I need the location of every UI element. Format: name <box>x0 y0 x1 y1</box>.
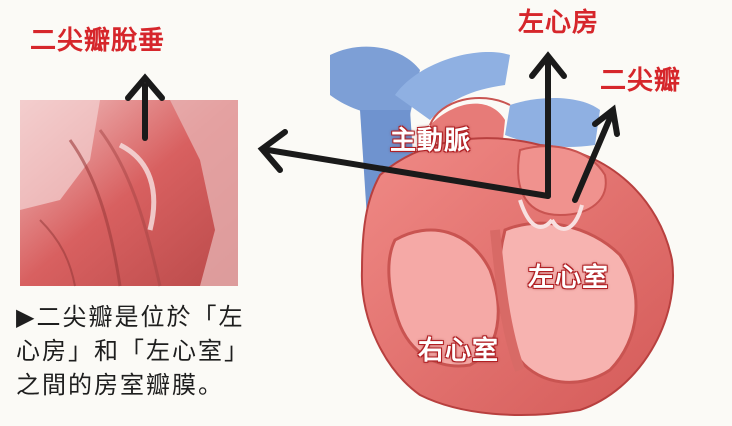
caption-line-2: 心房」和「左心室」 <box>16 334 316 368</box>
caption-line-3: 之間的房室瓣膜。 <box>16 368 316 402</box>
label-valve-prolapse: 二尖瓣脫垂 <box>30 28 165 54</box>
caption-line-1: ▶二尖瓣是位於「左 <box>16 300 316 334</box>
valve-closeup-image <box>20 100 238 286</box>
label-left-atrium: 左心房 <box>518 10 599 36</box>
label-aorta: 主動脈 <box>390 128 471 154</box>
caption-text: ▶二尖瓣是位於「左 心房」和「左心室」 之間的房室瓣膜。 <box>16 300 316 402</box>
label-left-ventricle: 左心室 <box>528 265 609 291</box>
label-mitral-valve: 二尖瓣 <box>600 68 681 94</box>
label-right-ventricle: 右心室 <box>418 338 499 364</box>
